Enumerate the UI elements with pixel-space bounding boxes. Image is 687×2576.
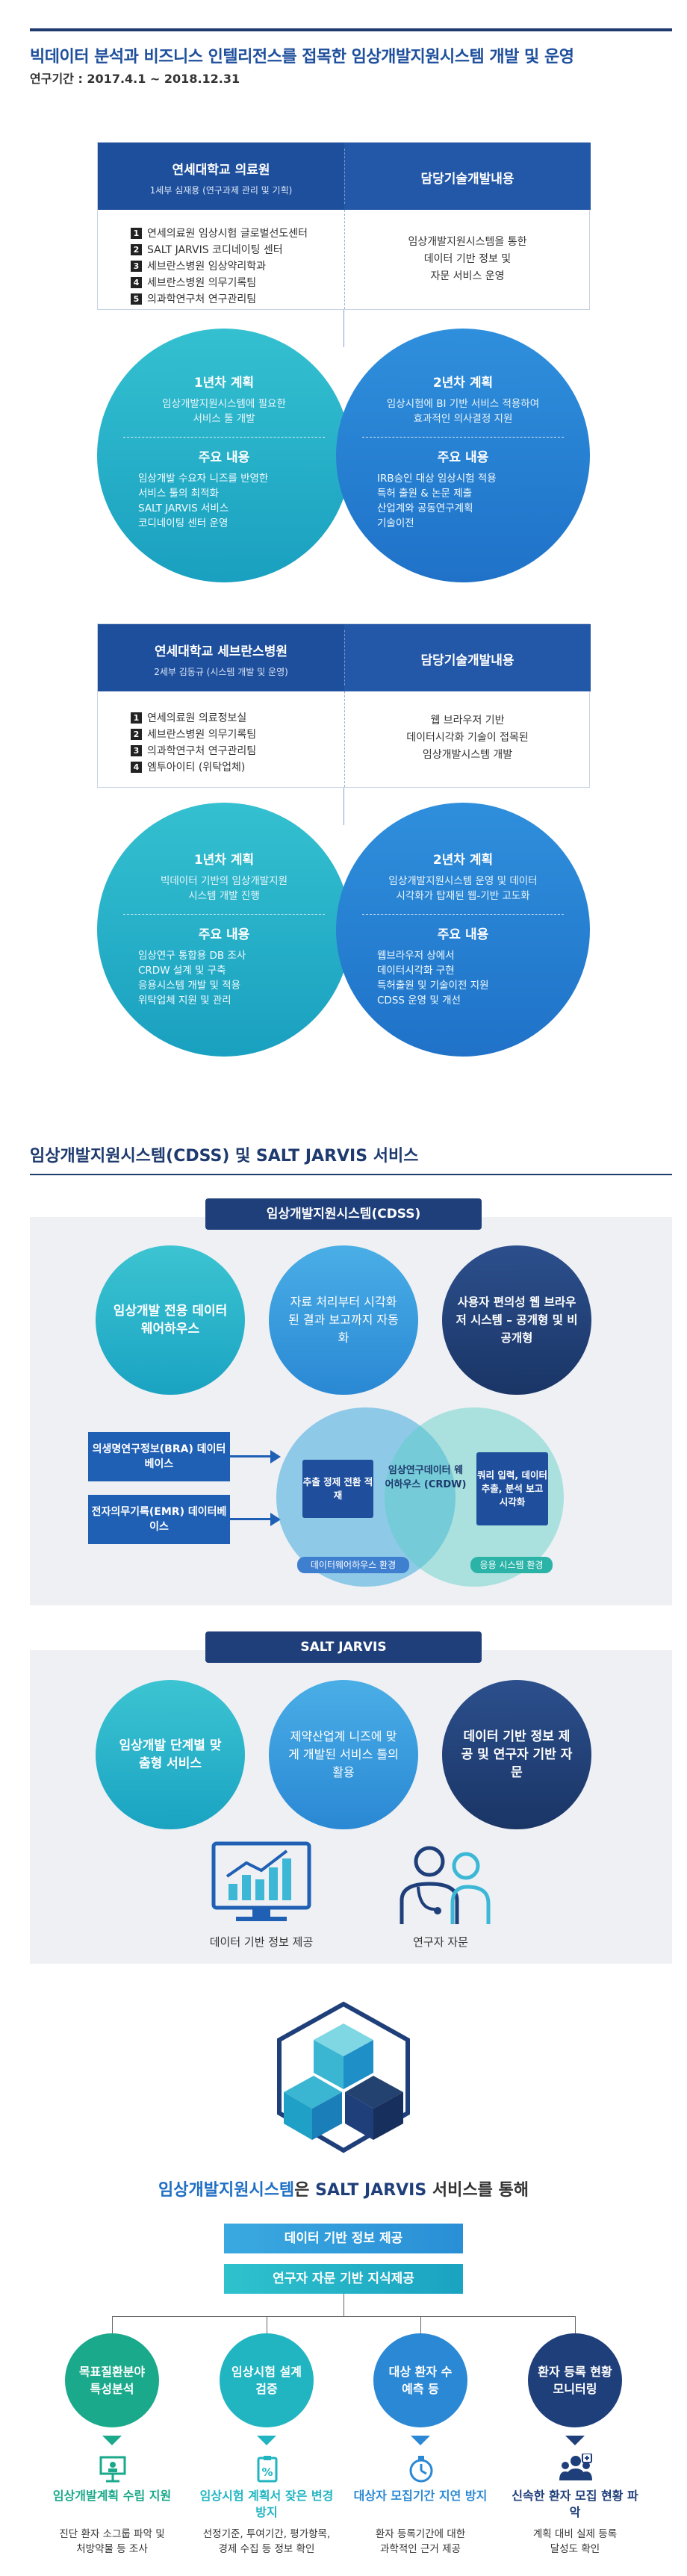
org-name: 연세대학교 세브란스병원 <box>155 644 287 659</box>
svg-text:%: % <box>261 2465 273 2479</box>
cdss-feature-circle: 자료 처리부터 시각화된 결과 보고까지 자동화 <box>269 1245 418 1395</box>
hexagon-cubes-icon <box>276 2001 411 2154</box>
section-title: 임상개발지원시스템(CDSS) 및 SALT JARVIS 서비스 <box>30 1147 419 1166</box>
down-triangle-icon <box>102 2436 122 2445</box>
column-divider <box>344 210 345 309</box>
services-heading: 임상개발지원시스템은 SALT JARVIS 서비스를 통해 <box>158 2181 529 2200</box>
monitor-chart-icon <box>209 1841 314 1926</box>
down-triangle-icon <box>565 2436 585 2445</box>
cdss-feature-circle: 임상개발 전용 데이터웨어하우스 <box>96 1245 245 1395</box>
org-name: 연세대학교 의료원 <box>172 163 270 178</box>
org-right-header: 담당기술개발내용 <box>344 143 591 210</box>
service-step-title: 임상개발계획 수립 지원 <box>52 2489 172 2503</box>
patient-group-icon <box>559 2453 592 2486</box>
service-step-circle: 대상 환자 수 예측 등 <box>373 2333 467 2427</box>
cdss-label: 임상개발지원시스템(CDSS) <box>205 1198 482 1230</box>
down-triangle-icon <box>411 2436 430 2445</box>
tech-description: 임상개발지원시스템을 통한 데이터 기반 정보 및 자문 서비스 운영 <box>408 236 527 282</box>
env-label-warehouse: 데이터웨어하우스 환경 <box>297 1557 409 1573</box>
service-step-circle: 목표질환분야 특성분석 <box>65 2333 159 2427</box>
arrow-head-icon <box>270 1450 281 1463</box>
query-analysis-box: 쿼리 입력, 데이터 추출, 분석 보고 시각화 <box>476 1452 548 1525</box>
jarvis-feature-circle: 임상개발 단계별 맞춤형 서비스 <box>96 1680 245 1829</box>
service-step-title: 임상시험 계획서 잦은 변경 방지 <box>199 2489 334 2519</box>
org-sub: 2세부 김동규 (시스템 개발 및 운영) <box>154 667 288 677</box>
cdss-feature-circle: 사용자 편의성 웹 브라우저 시스템 – 공개형 및 비공개형 <box>442 1245 591 1395</box>
presentation-icon <box>99 2455 127 2486</box>
org-header: 연세대학교 세브란스병원 2세부 김동규 (시스템 개발 및 운영) <box>98 624 344 691</box>
org-sub: 1세부 심재용 (연구과제 관리 및 기획) <box>149 185 293 196</box>
arrow-line <box>230 1518 273 1520</box>
service-step-desc: 선정기준, 투여기간, 평가항목,경제 수집 등 정보 확인 <box>202 2528 331 2555</box>
connector-line <box>420 2316 421 2336</box>
service-step-circle: 환자 등록 현황 모니터링 <box>528 2333 622 2427</box>
env-label-application: 응용 시스템 환경 <box>470 1557 553 1573</box>
research-period: 연구기간 : 2017.4.1 ~ 2018.12.31 <box>30 72 240 86</box>
org-right-header: 담당기술개발내용 <box>344 624 591 691</box>
column-divider <box>344 691 345 787</box>
header-divider <box>344 630 345 685</box>
org-box-severance: 연세대학교 세브란스병원 2세부 김동규 (시스템 개발 및 운영) 담당기술개… <box>97 623 591 788</box>
icon-label: 연구자 자문 <box>413 1935 468 1949</box>
connector-line <box>112 2316 113 2336</box>
jarvis-feature-circle: 데이터 기반 정보 제공 및 연구자 기반 자문 <box>442 1680 591 1829</box>
page-title: 빅데이터 분석과 비즈니스 인텔리전스를 접목한 임상개발지원시스템 개발 및 … <box>30 48 574 66</box>
stopwatch-icon <box>407 2455 435 2486</box>
connector-line <box>575 2316 576 2336</box>
crdw-label: 임상연구데이터 웨어하우스 (CRDW) <box>385 1465 467 1490</box>
down-triangle-icon <box>257 2436 276 2445</box>
icon-label: 데이터 기반 정보 제공 <box>209 1935 314 1949</box>
service-step-title: 신속한 환자 모집 현황 파악 <box>512 2489 638 2519</box>
checklist-percent-icon: % <box>253 2455 282 2486</box>
header-divider <box>344 149 345 204</box>
timeline-line <box>112 2316 575 2317</box>
top-rule <box>30 28 672 31</box>
etl-box: 추출 정제 전환 적재 <box>302 1460 373 1518</box>
org-header: 연세대학교 의료원 1세부 심재용 (연구과제 관리 및 기획) <box>98 143 344 210</box>
jarvis-feature-circle: 제약산업계 니즈에 맞게 개발된 서비스 툴의 활용 <box>269 1680 418 1829</box>
emr-database-box: 전자의무기록(EMR) 데이터베이스 <box>88 1495 230 1544</box>
jarvis-label: SALT JARVIS <box>205 1631 482 1663</box>
data-info-strip: 데이터 기반 정보 제공 <box>224 2224 463 2253</box>
tech-description: 웹 브라우저 기반 데이터시각화 기술이 접목된 임상개발시스템 개발 <box>406 715 529 761</box>
right-title: 담당기술개발내용 <box>420 172 515 187</box>
expert-advice-strip: 연구자 자문 기반 지식제공 <box>224 2264 463 2294</box>
service-step-circle: 임상시험 설계검증 <box>220 2333 314 2427</box>
arrow-line <box>230 1455 273 1457</box>
doctor-consult-icon <box>388 1841 500 1930</box>
bra-database-box: 의생명연구정보(BRA) 데이터베이스 <box>88 1432 230 1481</box>
service-step-title: 대상자 모집기간 지연 방지 <box>353 2489 488 2503</box>
org-box-medical-center: 연세대학교 의료원 1세부 심재용 (연구과제 관리 및 기획) 담당기술개발내… <box>97 142 591 310</box>
section-rule <box>30 1174 672 1175</box>
right-title: 담당기술개발내용 <box>420 653 515 668</box>
